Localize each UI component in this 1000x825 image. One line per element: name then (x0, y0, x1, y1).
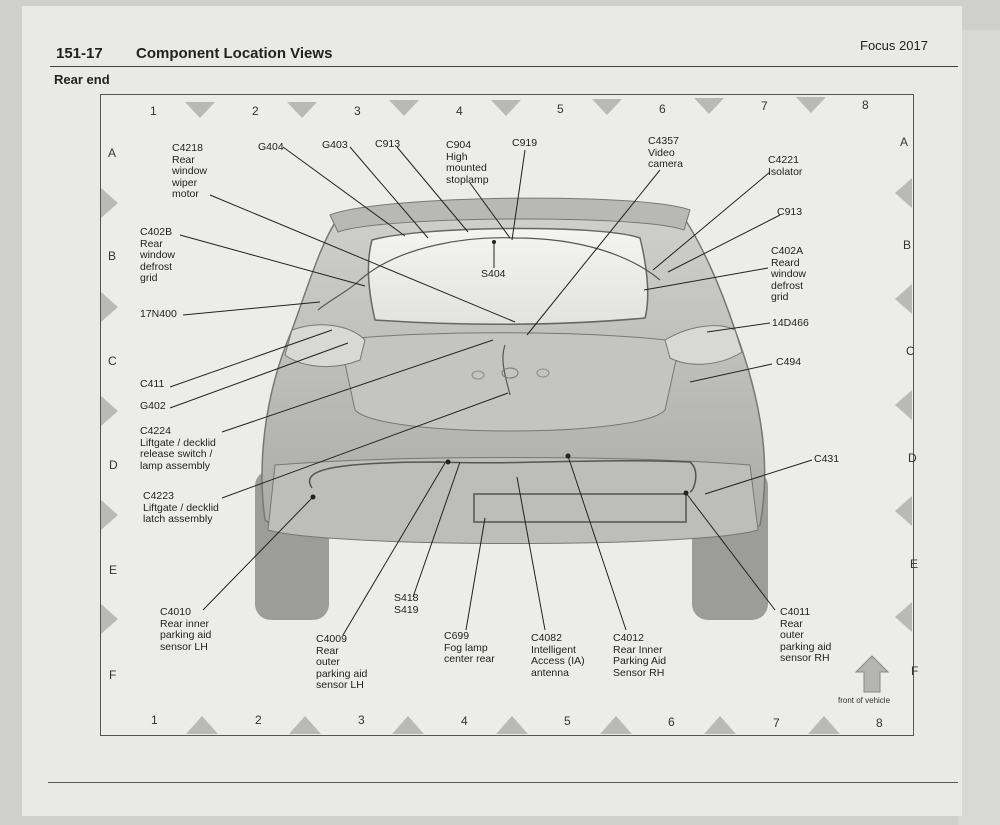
vehicle-model: Focus 2017 (860, 38, 928, 53)
tail-lamp-right (664, 325, 743, 365)
tail-lamp-left (284, 324, 366, 368)
label-g404: G404 (258, 141, 284, 153)
grid-row-left-F: F (109, 668, 117, 682)
roof-spoiler (329, 197, 691, 233)
latch-harness (502, 344, 511, 396)
grid-markers-right (895, 178, 912, 632)
grid-col-top-7: 7 (761, 99, 768, 113)
label-s404: S404 (481, 268, 506, 280)
header-rule (50, 66, 958, 67)
leader-lines (169, 146, 813, 636)
grid-col-top-8: 8 (862, 98, 869, 112)
adjacent-page-edge (958, 30, 1000, 825)
label-c913-right: C913 (777, 206, 803, 218)
grid-col-bottom-2: 2 (255, 713, 262, 727)
label-g402: G402 (140, 400, 166, 412)
label-c411: C411 (140, 378, 165, 390)
page-title: Component Location Views (136, 45, 333, 62)
rear-window (367, 227, 649, 326)
front-of-vehicle-note: front of vehicle (838, 696, 891, 705)
footer-rule (48, 782, 958, 783)
label-14d466: 14D466 (772, 317, 809, 329)
grid-row-left-A: A (108, 146, 117, 160)
grid-col-bottom-8: 8 (876, 716, 883, 730)
grid-col-top-2: 2 (252, 104, 259, 118)
grid-col-bottom-1: 1 (151, 713, 158, 727)
grid-markers-left (101, 188, 118, 634)
grid-col-bottom-7: 7 (773, 716, 780, 730)
liftgate (339, 332, 681, 432)
grid-row-right-B: B (903, 238, 912, 252)
label-c494: C494 (776, 356, 802, 368)
section-title: Rear end (54, 72, 110, 87)
bumper-harness (308, 459, 697, 493)
label-c431: C431 (814, 453, 840, 465)
grid-row-right-C: C (906, 344, 915, 358)
grid-row-right-E: E (910, 557, 919, 571)
badge-left-mark (471, 370, 485, 380)
grid-col-top-1: 1 (150, 104, 157, 118)
grid-col-top-4: 4 (456, 104, 463, 118)
badge-right-mark (536, 368, 550, 378)
grid-markers-top (185, 97, 826, 118)
grid-markers-bottom (186, 716, 840, 734)
grid-col-bottom-3: 3 (358, 713, 365, 727)
label-c919: C919 (512, 137, 538, 149)
liftgate-harness (317, 237, 661, 311)
label-g403: G403 (322, 139, 348, 151)
grid-row-left-C: C (108, 354, 117, 368)
front-of-vehicle-arrow-icon (854, 655, 890, 693)
label-c913-top: C913 (375, 138, 401, 150)
grid-col-bottom-5: 5 (564, 714, 571, 728)
fog-lamp-harness (473, 493, 687, 523)
grid-row-left-B: B (108, 249, 117, 263)
grid-row-right-A: A (900, 135, 909, 149)
grid-row-left-E: E (109, 563, 118, 577)
connector-dots (310, 240, 689, 500)
grid-col-bottom-6: 6 (668, 715, 675, 729)
grid-row-right-F: F (911, 664, 919, 678)
label-17n400: 17N400 (140, 308, 177, 320)
grid-col-top-6: 6 (659, 102, 666, 116)
grid-col-bottom-4: 4 (461, 714, 468, 728)
page-number: 151-17 (56, 45, 103, 62)
grid-col-top-5: 5 (557, 102, 564, 116)
rear-bumper (267, 457, 759, 544)
grid-row-right-D: D (908, 451, 917, 465)
badge (501, 367, 519, 379)
grid-col-top-3: 3 (354, 104, 361, 118)
grid-row-left-D: D (109, 458, 118, 472)
